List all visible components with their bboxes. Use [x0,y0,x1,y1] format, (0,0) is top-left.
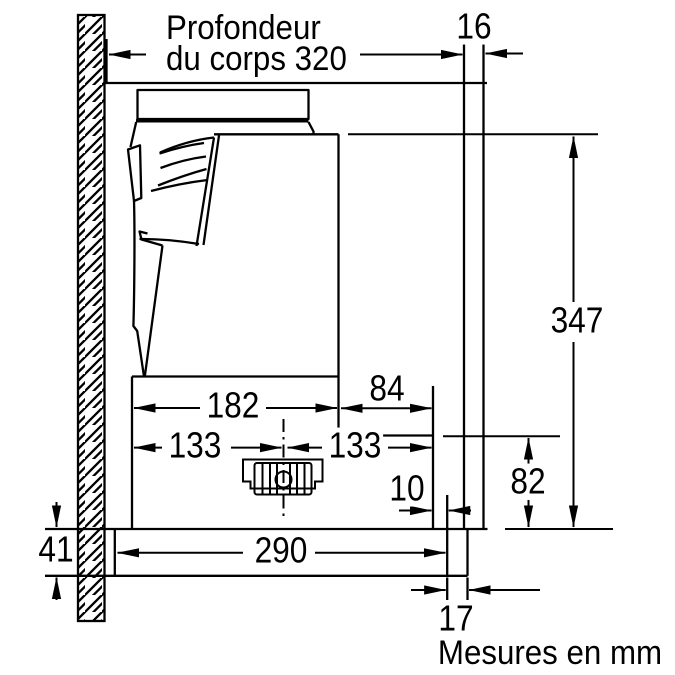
depth-dimension-title: Profondeur du corps 320 [166,9,347,78]
dim-label-182: 182 [204,384,262,426]
dim-label-290: 290 [252,529,310,571]
dim-label-17: 17 [438,597,474,639]
units-note: Mesures en mm [437,634,663,672]
depth-title-line1: Profondeur [166,9,321,47]
hood-outline [126,88,435,529]
dim-label-133-right: 133 [326,424,384,466]
dimension-lines [51,48,613,600]
dim-label-84: 84 [367,367,407,409]
dim-label-16: 16 [454,5,494,47]
duct-connector [242,419,324,521]
dim-label-82: 82 [508,460,548,502]
dim-label-10: 10 [387,467,427,509]
depth-title-line2: du corps 320 [166,40,347,78]
cabinet-panel [104,40,487,529]
dim-label-347: 347 [548,299,606,341]
visor-strip [45,495,488,600]
dim-label-133-left: 133 [166,424,224,466]
wall-section [76,13,108,623]
dim-label-41: 41 [38,528,74,570]
